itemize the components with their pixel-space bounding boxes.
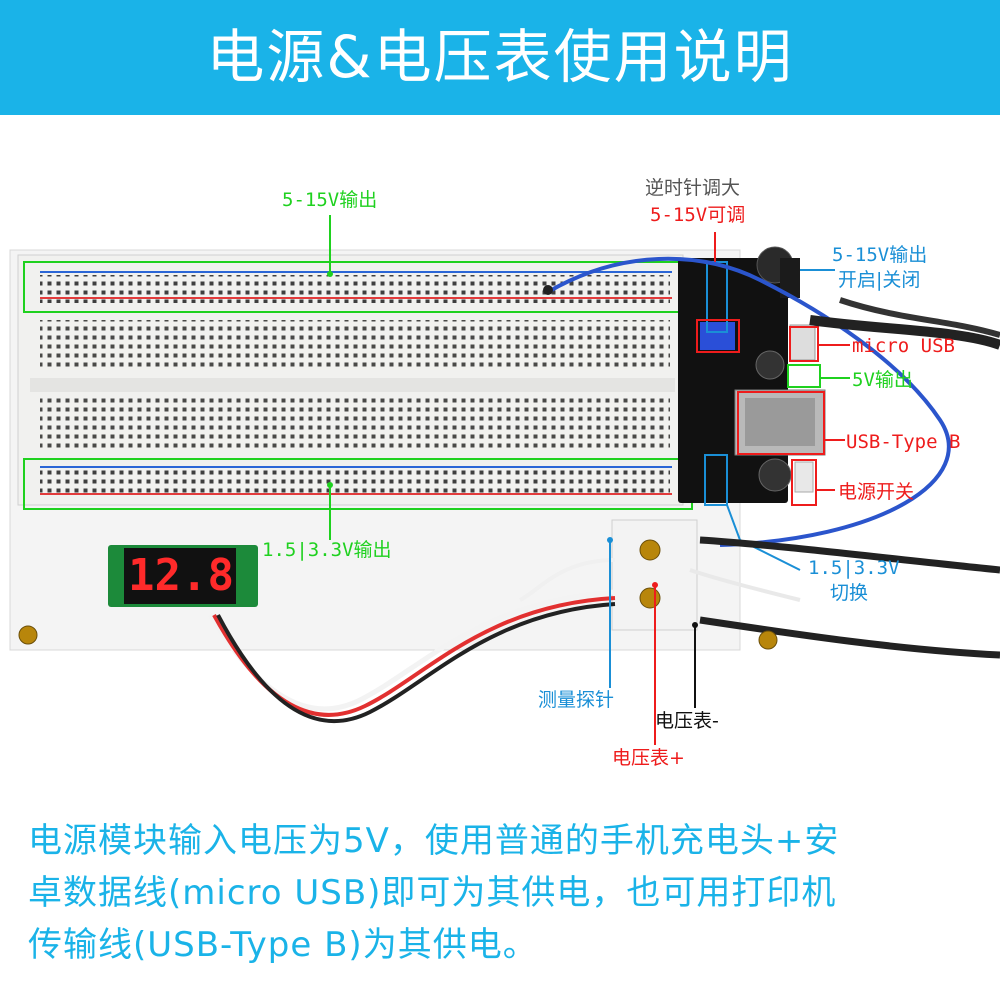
label-probe: 测量探针 bbox=[538, 689, 615, 711]
label-5-15v-output-right: 5-15V输出 bbox=[832, 244, 928, 266]
description-line-2: 卓数据线(micro USB)即可为其供电，也可用打印机 bbox=[28, 873, 837, 913]
description: 电源模块输入电压为5V，使用普通的手机充电头+安 卓数据线(micro USB)… bbox=[28, 815, 978, 971]
voltmeter-display: 12.8 bbox=[128, 550, 234, 601]
description-line-3: 传输线(USB-Type B)为其供电。 bbox=[28, 925, 538, 965]
breadboard-photo bbox=[9, 215, 1000, 745]
label-5v-output: 5V输出 bbox=[852, 369, 913, 391]
label-micro-usb: micro USB bbox=[852, 335, 955, 357]
label-1-5-3-3v-switch: 1.5|3.3V bbox=[808, 557, 900, 579]
label-on-off: 开启|关闭 bbox=[838, 269, 921, 291]
header-banner bbox=[0, 0, 1000, 115]
label-switch: 切换 bbox=[830, 582, 869, 604]
label-ccw-increase: 逆时针调大 bbox=[645, 177, 741, 199]
label-usb-type-b: USB-Type B bbox=[846, 431, 961, 453]
label-voltmeter-minus: 电压表- bbox=[655, 710, 719, 732]
label-5-15v-output-top: 5-15V输出 bbox=[282, 189, 378, 211]
description-line-1: 电源模块输入电压为5V，使用普通的手机充电头+安 bbox=[28, 821, 840, 861]
label-1-5-3-3v-output: 1.5|3.3V输出 bbox=[262, 539, 392, 561]
label-power-switch: 电源开关 bbox=[838, 481, 915, 503]
label-5-15v-adjustable: 5-15V可调 bbox=[650, 204, 746, 226]
label-voltmeter-plus: 电压表+ bbox=[612, 747, 685, 769]
page-title: 电源&电压表使用说明 bbox=[206, 23, 794, 91]
